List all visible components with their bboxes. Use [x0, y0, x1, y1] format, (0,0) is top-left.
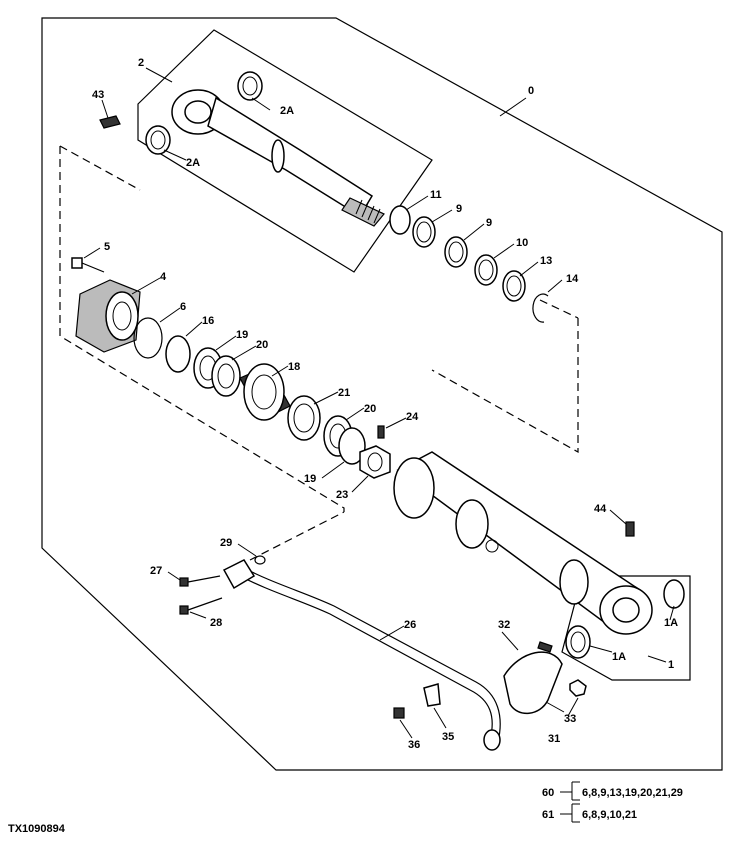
callout-10: 10	[516, 237, 528, 249]
callout-4: 4	[160, 271, 167, 283]
callout-19-a: 19	[236, 329, 248, 341]
callout-43: 43	[92, 89, 104, 101]
o-ring-29	[254, 555, 266, 565]
seal-ring-10	[474, 254, 498, 286]
callout-6: 6	[180, 301, 186, 313]
dashed-line-tube	[249, 511, 345, 561]
snap-ring-14	[532, 293, 549, 323]
flange-block	[222, 559, 256, 590]
nut-23	[359, 445, 391, 479]
tube-26	[235, 565, 501, 751]
setscrew-24	[377, 425, 385, 439]
callout-13: 13	[540, 255, 552, 267]
callout-0: 0	[528, 85, 534, 97]
dashed-line-mid	[539, 299, 579, 319]
callout-19-b: 19	[304, 473, 316, 485]
callout-24: 24	[406, 411, 419, 423]
clamp-31	[503, 651, 563, 714]
piston-18	[239, 363, 291, 421]
tube-group-box	[561, 575, 691, 681]
callout-20-a: 20	[256, 339, 268, 351]
capscrew-28	[179, 597, 223, 615]
callout-44: 44	[594, 503, 607, 515]
callout-2a-lower: 2A	[186, 157, 200, 169]
seal-ring-9-a	[412, 216, 436, 248]
callout-2: 2	[138, 57, 144, 69]
seal-ring-13	[502, 270, 526, 302]
figure-id: TX1090894	[8, 823, 66, 835]
bushing-1a-lower	[565, 625, 591, 659]
clip-35	[423, 683, 441, 707]
assembly-outline	[41, 17, 723, 771]
kit-reference-60: 60 6,8,9,13,19,20,21,29	[542, 781, 683, 801]
wear-ring-16	[165, 335, 191, 373]
callout-26: 26	[404, 619, 416, 631]
callout-33: 33	[564, 713, 576, 725]
capscrew-27	[179, 575, 221, 587]
callout-1a-lower: 1A	[612, 651, 626, 663]
kit-number-61: 61	[542, 809, 554, 821]
bushing-2a-upper	[237, 71, 263, 101]
seal-21	[287, 395, 321, 441]
callout-2a-upper: 2A	[280, 105, 294, 117]
rod-thread	[355, 199, 381, 224]
callout-14: 14	[566, 273, 579, 285]
callout-27: 27	[150, 565, 162, 577]
callout-11: 11	[430, 189, 442, 201]
callout-9-b: 9	[486, 217, 492, 229]
cylinder-tube	[393, 451, 653, 635]
piston-rod	[171, 89, 385, 227]
dashed-line-right	[431, 318, 579, 454]
grease-fitting-44	[625, 521, 635, 537]
callout-21: 21	[338, 387, 350, 399]
bolt-5	[71, 257, 105, 273]
callout-28: 28	[210, 617, 222, 629]
callout-9-a: 9	[456, 203, 462, 215]
callout-31: 31	[548, 733, 560, 745]
rod-guide-4	[75, 279, 141, 353]
callout-29: 29	[220, 537, 232, 549]
bushing-2a-lower	[145, 125, 171, 155]
strap-32	[537, 641, 553, 653]
callout-32: 32	[498, 619, 510, 631]
callout-20-b: 20	[364, 403, 376, 415]
seal-ring-9-b	[444, 236, 468, 268]
callout-18: 18	[288, 361, 300, 373]
leader-lines	[83, 67, 675, 739]
dashed-line-top	[59, 145, 141, 191]
seal-20-a	[211, 355, 241, 397]
seal-kit-dashed-box	[59, 146, 345, 512]
kit-reference-61: 61 6,8,9,10,21	[542, 803, 637, 823]
kit-parts-60: 6,8,9,13,19,20,21,29	[582, 787, 683, 799]
seal-ring-11	[389, 205, 411, 235]
grease-fitting-43	[99, 115, 121, 129]
bushing-1a-upper	[663, 579, 685, 609]
callout-1: 1	[668, 659, 674, 671]
callout-36: 36	[408, 739, 420, 751]
callout-35: 35	[442, 731, 454, 743]
callout-23: 23	[336, 489, 348, 501]
callout-5: 5	[104, 241, 110, 253]
o-ring-6	[133, 317, 163, 359]
kit-parts-61: 6,8,9,10,21	[582, 809, 637, 821]
callout-1a-upper: 1A	[664, 617, 678, 629]
nut-33	[569, 679, 587, 697]
seal-19-b	[338, 427, 366, 465]
bolt-36	[393, 707, 405, 719]
kit-number-60: 60	[542, 787, 554, 799]
callout-16: 16	[202, 315, 214, 327]
